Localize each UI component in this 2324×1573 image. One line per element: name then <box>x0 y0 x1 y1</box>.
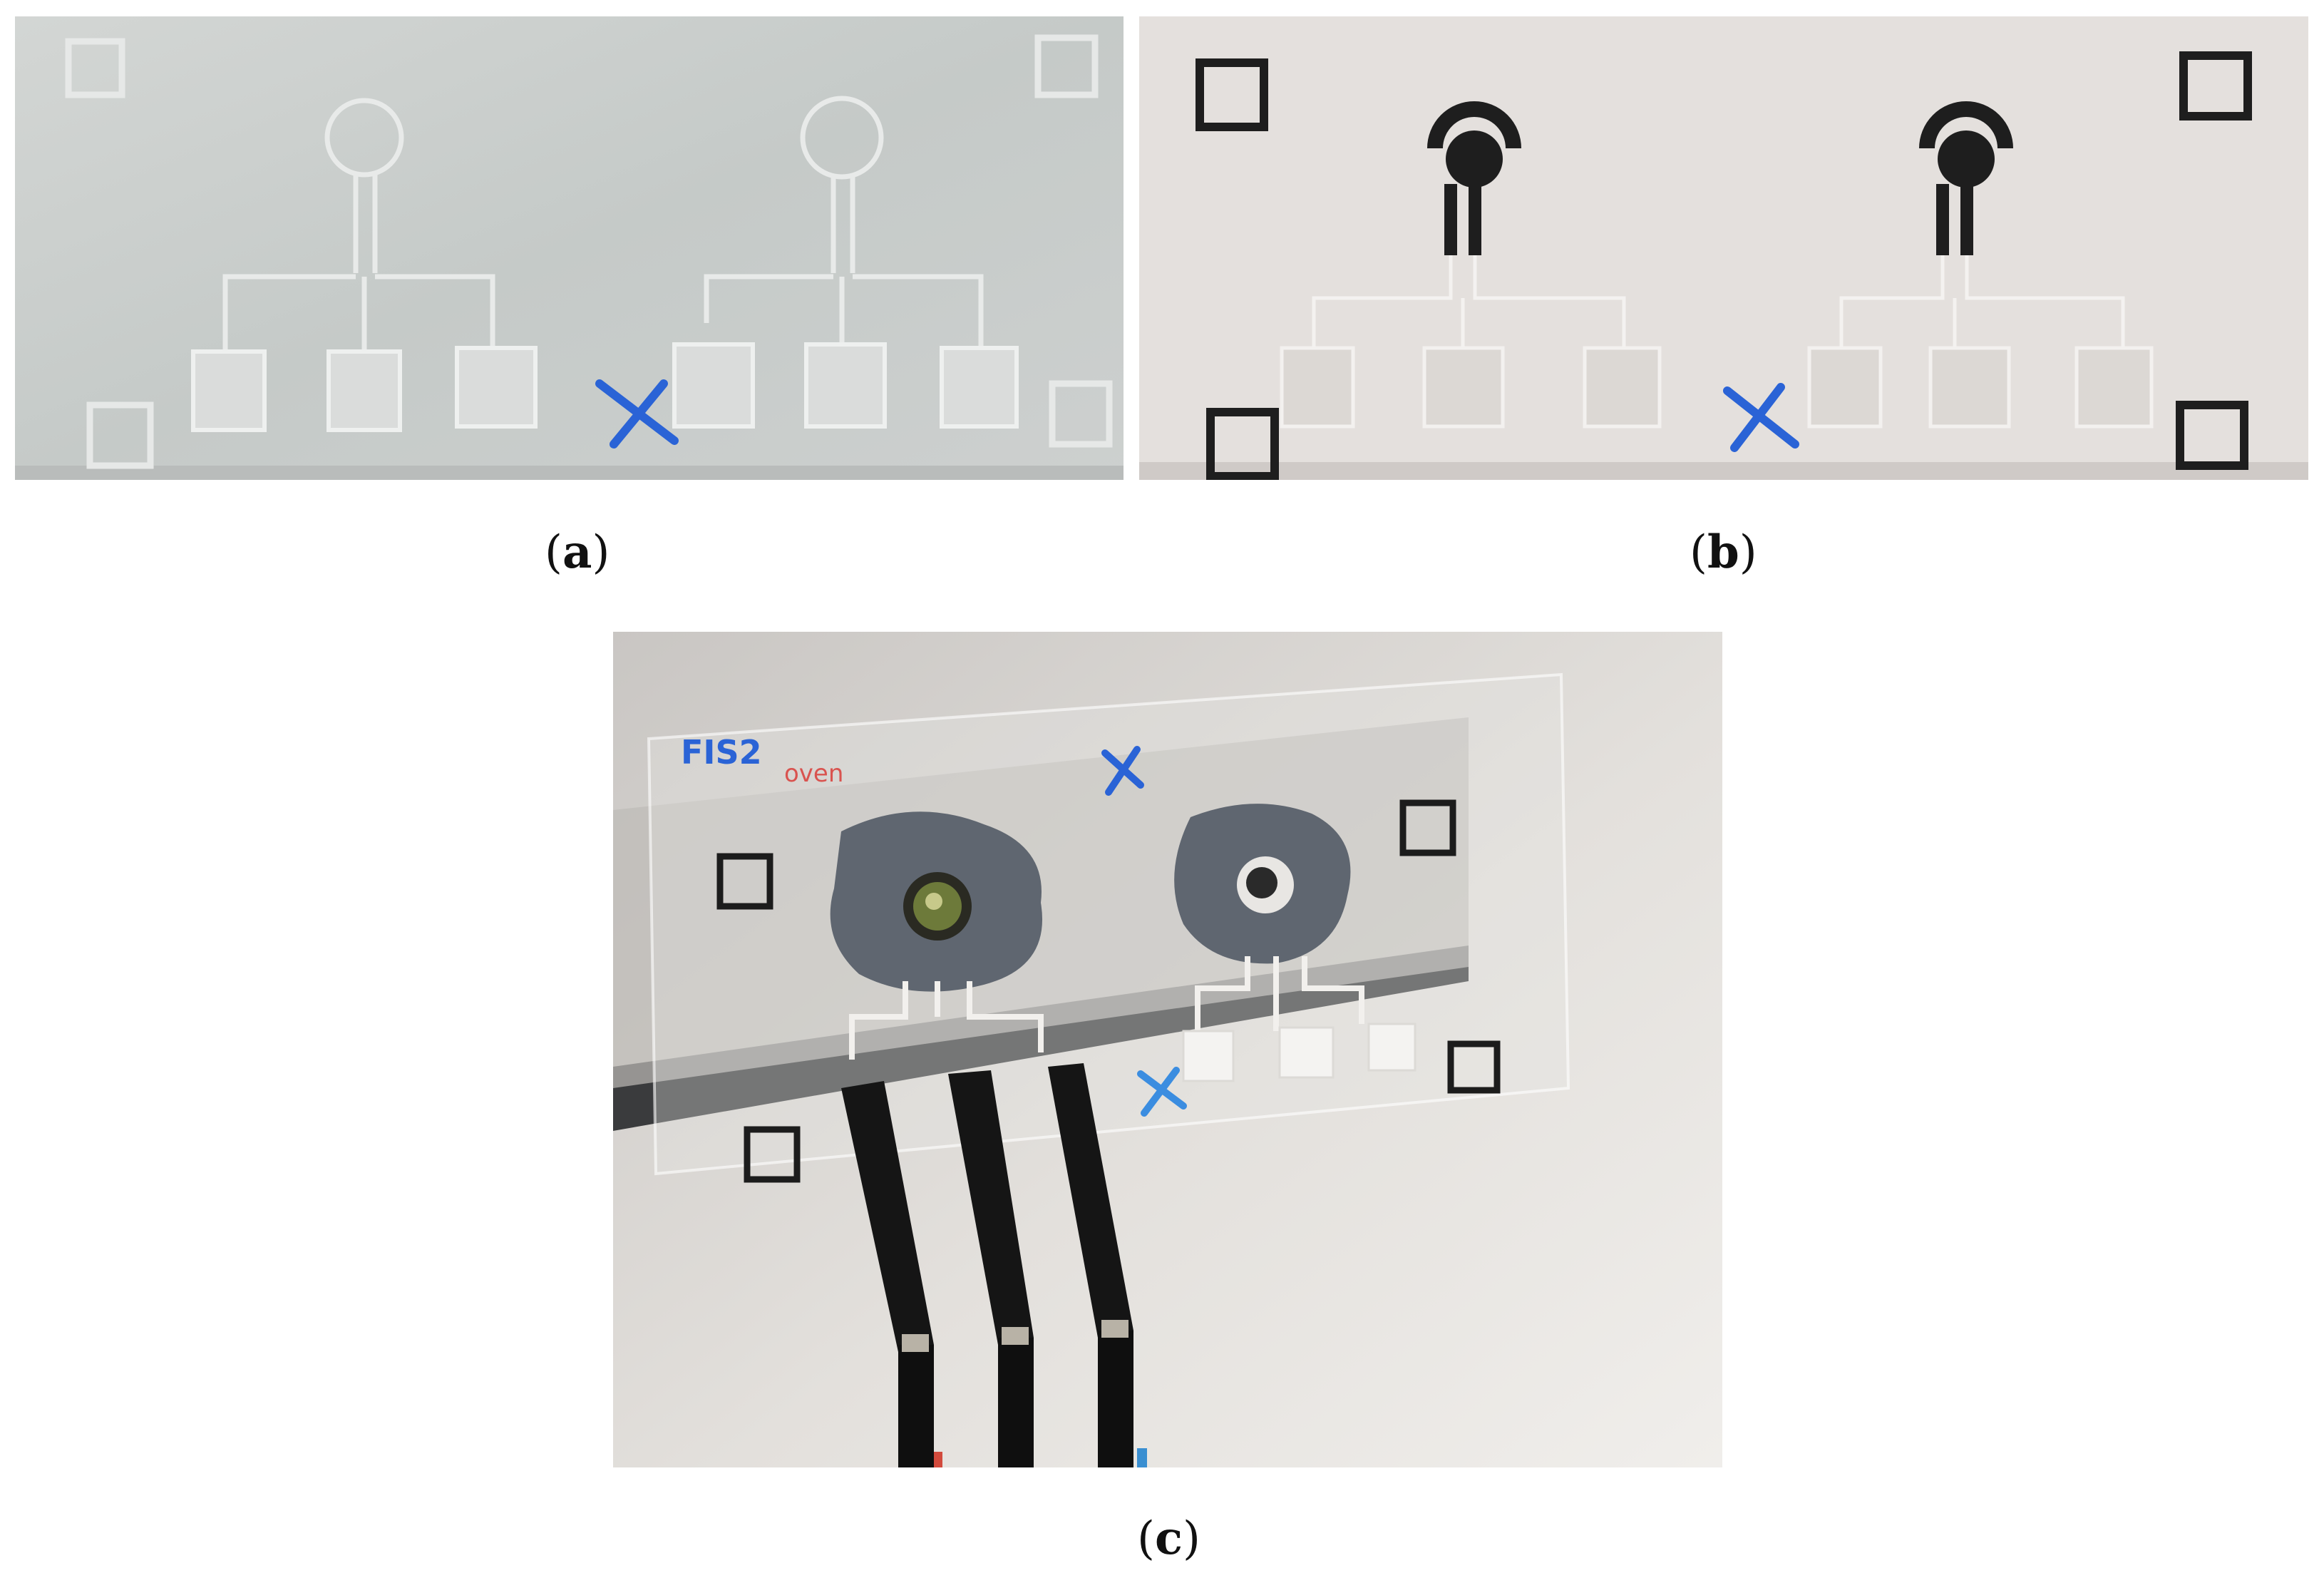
electrode-left <box>1280 101 1662 429</box>
caption-a: (a) <box>545 526 610 579</box>
alignment-marks <box>65 34 1113 469</box>
traces <box>849 956 1364 1060</box>
caption-c: (c) <box>1137 1512 1200 1565</box>
blue-x-marker-top <box>1101 746 1144 796</box>
photo-panel-a <box>15 16 1124 480</box>
insulation-right <box>1174 804 1351 964</box>
blue-x-marker <box>1723 383 1799 452</box>
caption-c-label: c <box>1154 1512 1183 1565</box>
alligator-clips <box>841 1063 1147 1467</box>
photo-panel-c: FIS2 oven <box>613 632 1722 1467</box>
alignment-marks <box>1196 51 2252 480</box>
electrode-outline-right <box>704 96 984 352</box>
insulation-left <box>830 811 1043 992</box>
alignment-marks <box>716 799 1501 1183</box>
sample-id-handwriting: FIS2 <box>681 733 762 772</box>
photo-b-image <box>1139 16 2308 480</box>
blue-x-marker <box>595 379 679 449</box>
photo-a-image <box>15 16 1124 480</box>
blue-x-marker-bottom <box>1137 1067 1187 1117</box>
caption-a-label: a <box>562 526 592 579</box>
contact-pads <box>1182 1023 1416 1082</box>
photo-panel-b <box>1139 16 2308 480</box>
oven-note-handwriting: oven <box>784 759 843 788</box>
electrode-outline-left <box>222 98 495 352</box>
contact-pads-left <box>191 346 538 432</box>
photo-c-image: FIS2 oven <box>613 632 1722 1467</box>
electrode-right <box>1807 101 2154 429</box>
caption-b: (b) <box>1690 526 1757 579</box>
caption-b-label: b <box>1707 526 1739 579</box>
contact-pads-right <box>672 342 1019 429</box>
